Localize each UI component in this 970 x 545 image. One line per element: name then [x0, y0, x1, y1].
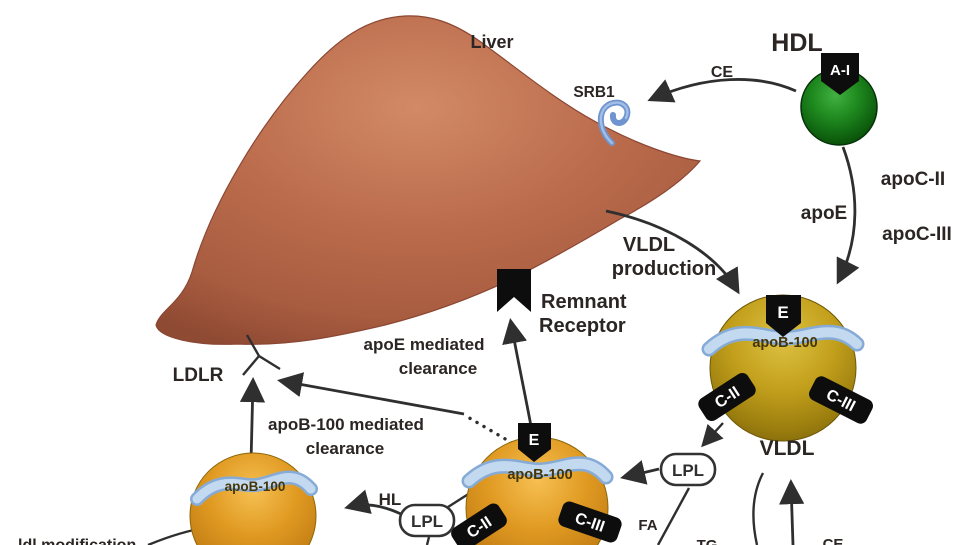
vldl-to-lpl-arrow: [701, 422, 724, 448]
ldl-apob-band-label: apoB-100: [225, 479, 286, 494]
vldl-production-arrow: [605, 209, 740, 295]
apoc2-label: apoC-II: [881, 169, 945, 190]
ce-label: CE: [711, 64, 734, 81]
idl-apob-band: [464, 458, 611, 486]
fa-label: FA: [638, 517, 657, 534]
ldl-particle: [189, 452, 317, 545]
srb1-label: SRB1: [573, 84, 615, 101]
apob-clearance-label-1: apoB-100 mediated: [268, 415, 424, 434]
lpl-right-label: LPL: [672, 461, 704, 480]
ce-exchange-label-partial: CE: [823, 536, 844, 545]
ce-to-srb1-arrow: [647, 78, 797, 103]
vldl-apob-band: [704, 327, 862, 354]
apob-clearance-label-2: clearance: [306, 439, 384, 458]
ce-up-arrow: [779, 478, 805, 545]
hl-label: HL: [379, 490, 402, 509]
idl-e-tag: [518, 423, 551, 462]
idl-c3-tag: C-III: [558, 501, 622, 543]
lpl-right-oval: LPL: [659, 452, 717, 487]
ldlr-receptor-icon: [242, 334, 281, 376]
hdl-ai-tag: [821, 53, 859, 95]
vldl-e-tag: [766, 295, 801, 337]
apoe-clearance-label-1: apoE mediated: [364, 335, 485, 354]
hdl-label: HDL: [771, 29, 822, 57]
ldl-apob-band: [192, 473, 316, 504]
tg-up-line: [752, 472, 765, 545]
vldl-production-label-2: production: [612, 258, 716, 280]
vldl-e-tag-label: E: [777, 303, 788, 322]
lpl-left-oval: LPL: [398, 503, 456, 538]
lpl-right-to-idl-arrow: [620, 460, 660, 485]
liver-shape: [155, 15, 702, 345]
hl-lpl-to-ldl-arrow: [344, 489, 402, 516]
idl-to-ldlr-arrow: [277, 372, 465, 416]
lpl-left-down-line: [425, 536, 431, 545]
vldl-apob-band-label: apoB-100: [752, 335, 817, 351]
vldl-production-label-1: VLDL: [623, 234, 675, 256]
ldl-modification-label-partial: ldl modification: [18, 537, 136, 545]
apoc3-label: apoC-III: [882, 224, 952, 245]
vldl-label: VLDL: [760, 437, 815, 460]
ldlr-label: LDLR: [173, 365, 224, 386]
idl-c2-tag: C-II: [451, 503, 507, 545]
liver-label: Liver: [470, 32, 513, 52]
apob-clearance-arrow: [239, 376, 266, 463]
idl-e-tag-label: E: [529, 432, 540, 449]
remnant-receptor-label-1: Remnant: [541, 291, 627, 313]
hdl-to-vldl-arrow: [836, 146, 860, 285]
apoe-label: apoE: [801, 203, 847, 224]
remnant-receptor-icon: [497, 269, 531, 312]
hdl-ai-tag-label: A-I: [830, 62, 850, 79]
idl-apob-band-label: apoB-100: [507, 467, 572, 483]
idl-to-lpl-left-line: [447, 491, 471, 509]
idl-e-dotted-line: [464, 414, 521, 449]
tg-label-partial: TG: [697, 537, 718, 545]
apoe-clearance-arrow: [502, 318, 533, 427]
remnant-receptor-label-2: Receptor: [539, 315, 626, 337]
lpl-left-label: LPL: [411, 512, 443, 531]
srb1-receptor-highlight: [599, 101, 629, 145]
apoe-clearance-label-2: clearance: [399, 359, 477, 378]
lpl-to-fa-line: [656, 487, 691, 545]
